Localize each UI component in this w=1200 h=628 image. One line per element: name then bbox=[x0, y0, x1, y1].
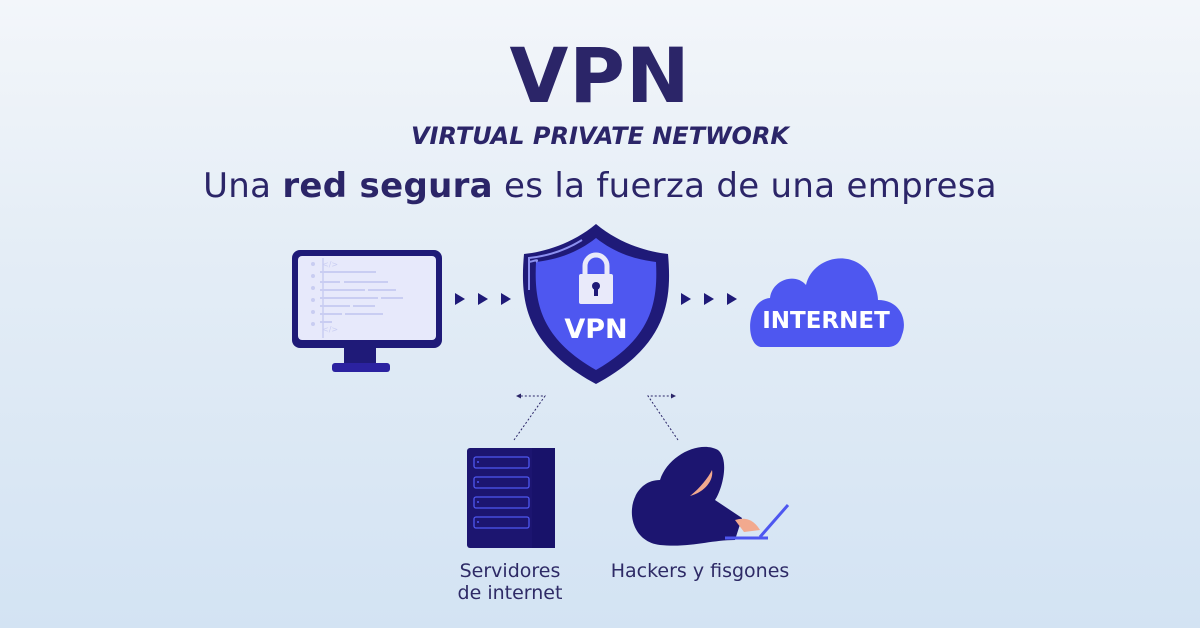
arrows-to-vpn-icon bbox=[455, 293, 511, 305]
svg-text:</>: </> bbox=[322, 260, 338, 269]
vpn-shield-icon: VPN bbox=[522, 224, 670, 384]
tagline: Una red segura es la fuerza de una empre… bbox=[0, 166, 1200, 206]
server-icon bbox=[467, 448, 555, 548]
arrows-to-internet-icon bbox=[681, 293, 737, 305]
hacker-icon bbox=[631, 446, 790, 546]
servers-label-line1: Servidores bbox=[459, 560, 561, 582]
servers-label-line2: de internet bbox=[457, 582, 563, 604]
shield-label: VPN bbox=[564, 314, 627, 345]
internet-cloud-icon: INTERNET bbox=[750, 258, 904, 347]
page-subtitle: VIRTUAL PRIVATE NETWORK bbox=[410, 122, 790, 150]
hackers-label: Hackers y fisgones bbox=[610, 560, 790, 582]
dotted-connector-lines bbox=[513, 395, 679, 441]
tagline-end: es la fuerza de una empresa bbox=[492, 166, 997, 206]
computer-monitor-icon: </> </> bbox=[292, 250, 442, 372]
servers-label: Servidores de internet bbox=[440, 560, 580, 604]
svg-text:</>: </> bbox=[322, 325, 338, 334]
page-title: VPN bbox=[509, 31, 691, 120]
cloud-label: INTERNET bbox=[762, 308, 890, 334]
tagline-emphasis: red segura bbox=[282, 166, 493, 206]
tagline-start: Una bbox=[203, 166, 283, 206]
